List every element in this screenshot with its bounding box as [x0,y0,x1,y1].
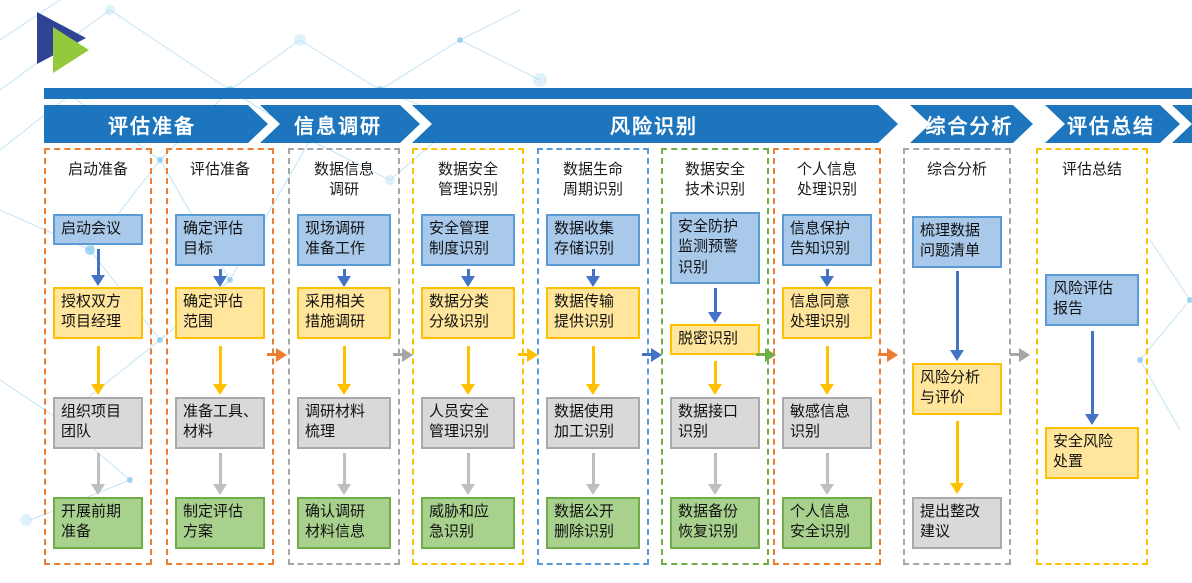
flow-step: 风险评估 报告 [1045,274,1139,326]
flow-step: 数据收集 存储识别 [546,214,640,266]
column-title: 数据安全 技术识别 [684,161,745,198]
flow-step: 人员安全 管理识别 [421,397,515,449]
phase-tab-risk: 风险识别 [610,115,698,138]
flow-step: 数据传输 提供识别 [546,287,640,339]
down-arrow [955,271,959,350]
logo-icon [37,12,89,73]
flow-step: 制定评估 方案 [175,497,265,549]
flow-step: 数据公开 删除识别 [546,497,640,549]
flow-step: 威胁和应 急识别 [421,497,515,549]
flow-step: 个人信息 安全识别 [782,497,872,549]
flow-step: 准备工具、 材料 [175,397,265,449]
down-arrow [591,453,595,484]
flow-step: 确定评估 目标 [175,214,265,266]
down-arrow [713,453,717,484]
phase-tab-preparation: 评估准备 [108,115,196,138]
flow-step: 数据使用 加工识别 [546,397,640,449]
down-arrow [466,269,470,276]
column-title: 数据生命 周期识别 [562,161,623,198]
down-arrow [466,346,470,384]
column-lifecycle-identify: 数据生命 周期识别 数据收集 存储识别 数据传输 提供识别 数据使用 加工识别 … [537,148,649,565]
down-arrow [825,453,829,484]
down-arrow [955,421,959,483]
flow-step: 数据接口 识别 [670,397,760,449]
flow-step: 安全风险 处置 [1045,427,1139,479]
column-assessment-summary: 评估总结 风险评估 报告 安全风险 处置 [1036,148,1148,565]
next-column-arrow [393,353,403,356]
flow-step: 确认调研 材料信息 [297,497,391,549]
column-assess-prep: 评估准备 确定评估 目标 确定评估 范围 准备工具、 材料 制定评估 方案 [166,148,274,565]
down-arrow [466,453,470,484]
flow-step: 梳理数据 问题清单 [912,216,1002,268]
column-title: 评估总结 [1061,161,1122,178]
column-title: 数据安全 管理识别 [437,161,498,198]
next-column-arrow [642,353,652,356]
flow-step: 启动会议 [53,214,143,246]
down-arrow [342,269,346,276]
phase-tab-analysis: 综合分析 [925,115,1014,138]
flow-step: 数据分类 分级识别 [421,287,515,339]
column-title: 评估准备 [189,161,250,178]
flow-step: 信息保护 告知识别 [782,214,872,266]
next-column-arrow [267,353,277,356]
down-arrow [218,269,222,276]
column-personal-info-identify: 个人信息 处理识别 信息保护 告知识别 信息同意 处理识别 敏感信息 识别 个人… [773,148,881,565]
down-arrow [713,361,717,384]
flow-step: 确定评估 范围 [175,287,265,339]
flow-step: 安全管理 制度识别 [421,214,515,266]
down-arrow [591,269,595,276]
down-arrow [1090,331,1094,414]
flow-step: 数据备份 恢复识别 [670,497,760,549]
flow-step: 调研材料 梳理 [297,397,391,449]
next-column-arrow [878,353,888,356]
header-rule [44,88,1192,99]
next-column-arrow [756,353,766,356]
phase-tab-research: 信息调研 [294,115,382,138]
phase-tab-summary: 评估总结 [1067,115,1155,138]
down-arrow [591,346,595,384]
column-title: 数据信息 调研 [313,161,374,198]
flow-step: 现场调研 准备工作 [297,214,391,266]
flow-step: 开展前期 准备 [53,497,143,549]
column-title: 综合分析 [926,161,987,178]
down-arrow [218,453,222,484]
column-title: 个人信息 处理识别 [796,161,857,198]
column-data-research: 数据信息 调研 现场调研 准备工作 采用相关 措施调研 调研材料 梳理 确认调研… [288,148,400,565]
down-arrow [96,249,100,275]
column-tech-identify: 数据安全 技术识别 安全防护 监测预警 识别 脱密识别 数据接口 识别 数据备份… [661,148,769,565]
down-arrow [342,346,346,384]
column-mgmt-identify: 数据安全 管理识别 安全管理 制度识别 数据分类 分级识别 人员安全 管理识别 … [412,148,524,565]
flow-step: 信息同意 处理识别 [782,287,872,339]
flow-step: 敏感信息 识别 [782,397,872,449]
next-column-arrow [518,353,528,356]
down-arrow [825,269,829,276]
column-launch-prep: 启动准备 启动会议 授权双方 项目经理 组织项目 团队 开展前期 准备 [44,148,152,565]
column-comprehensive-analysis: 综合分析 梳理数据 问题清单 风险分析 与评价 提出整改 建议 [903,148,1011,565]
down-arrow [342,453,346,484]
flow-step: 组织项目 团队 [53,397,143,449]
flow-step: 脱密识别 [670,324,760,356]
flow-step: 采用相关 措施调研 [297,287,391,339]
down-arrow [825,346,829,384]
down-arrow [713,288,717,312]
column-title: 启动准备 [67,161,128,178]
flow-step: 安全防护 监测预警 识别 [670,212,760,284]
down-arrow [96,453,100,484]
flow-step: 风险分析 与评价 [912,363,1002,415]
flow-step: 授权双方 项目经理 [53,287,143,339]
next-column-arrow [1010,353,1020,356]
down-arrow [96,346,100,384]
down-arrow [218,346,222,384]
flow-step: 提出整改 建议 [912,497,1002,549]
